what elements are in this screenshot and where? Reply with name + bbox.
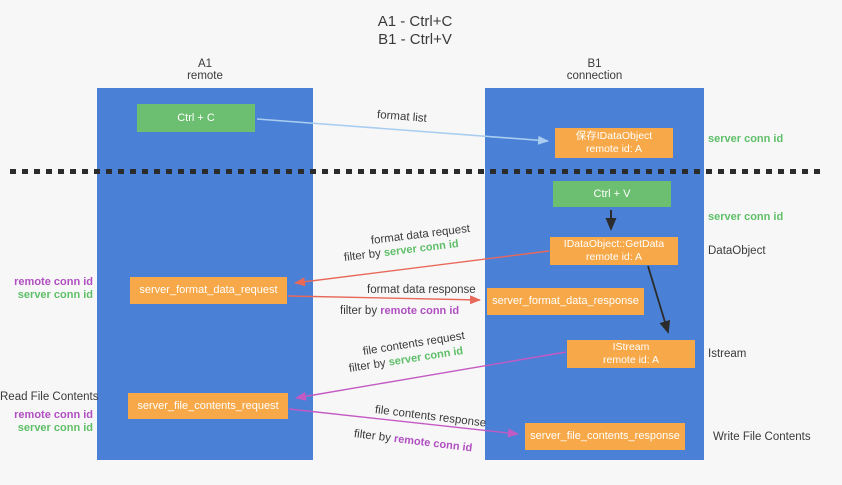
arrow-getdata-to-istream <box>647 265 671 334</box>
save-idataobject-line2: remote id: A <box>585 143 643 155</box>
format-data-response-label: format data response <box>367 284 476 296</box>
server-conn-id-label-mid: server conn id <box>708 211 784 223</box>
istream-line1: IStream <box>612 341 650 353</box>
column-header-a1: A1 remote <box>97 58 313 82</box>
session-divider-dashed-line <box>10 169 823 174</box>
save-idataobject-line1: 保存IDataObject <box>575 130 653 142</box>
arrow-file-contents-response <box>288 408 519 438</box>
write-file-contents-label: Write File Contents <box>713 431 811 443</box>
arrow-format-list <box>256 118 549 145</box>
read-file-contents-label: Read File Contents <box>0 391 99 403</box>
server-file-contents-response-label: server_file_contents_response <box>530 430 680 442</box>
title-line-2: B1 - Ctrl+V <box>378 31 452 48</box>
filter-by-prefix-2: filter by <box>340 305 381 317</box>
istream-box: IStream remote id: A <box>567 340 695 368</box>
ctrl-v-label: Ctrl + V <box>593 187 631 200</box>
istream-side-label: Istream <box>708 348 747 360</box>
arrow-format-data-request <box>294 250 550 287</box>
server-conn-id-label-left-1: server conn id <box>17 289 93 301</box>
left-conn-id-group-2: remote conn id server conn id <box>0 409 93 435</box>
title-line-1: A1 - Ctrl+C <box>377 13 453 30</box>
server-format-data-response-label: server_format_data_response <box>492 295 639 307</box>
column-header-b1: B1 connection <box>485 58 704 82</box>
filter-by-remote-conn-id-label-1: filter by remote conn id <box>340 305 459 317</box>
ctrl-v-box: Ctrl + V <box>553 181 671 207</box>
save-idataobject-box: 保存IDataObject remote id: A <box>555 128 673 158</box>
filter-by-value-2: remote conn id <box>380 305 460 317</box>
left-conn-id-group-1: remote conn id server conn id <box>0 276 93 302</box>
server-conn-id-label-left-2: server conn id <box>17 422 93 434</box>
idataobject-getdata-box: IDataObject::GetData remote id: A <box>550 237 678 265</box>
diagram-title: A1 - Ctrl+C B1 - Ctrl+V <box>300 13 530 49</box>
server-file-contents-response-box: server_file_contents_response <box>525 423 685 450</box>
remote-conn-id-label-1: remote conn id <box>14 276 93 288</box>
arrow-format-data-response <box>287 295 481 305</box>
arrow-file-contents-request <box>295 351 567 401</box>
server-format-data-response-box: server_format_data_response <box>487 288 644 315</box>
column-header-b1-line2: connection <box>566 70 623 82</box>
server-format-data-request-label: server_format_data_request <box>139 284 278 296</box>
dataobject-label: DataObject <box>708 245 766 257</box>
remote-conn-id-label-2: remote conn id <box>14 409 93 421</box>
getdata-line2: remote id: A <box>585 251 643 263</box>
ctrl-c-box: Ctrl + C <box>137 104 255 132</box>
server-file-contents-request-label: server_file_contents_request <box>137 399 279 412</box>
istream-line2: remote id: A <box>602 354 660 366</box>
getdata-line1: IDataObject::GetData <box>563 238 665 250</box>
ctrl-c-label: Ctrl + C <box>177 111 215 124</box>
server-format-data-request-box: server_format_data_request <box>130 277 287 304</box>
column-header-b1-line1: B1 <box>587 58 602 70</box>
column-header-a1-line1: A1 <box>197 58 213 70</box>
column-header-a1-line2: remote <box>187 70 223 82</box>
server-conn-id-label-top: server conn id <box>708 133 784 145</box>
server-file-contents-request-box: server_file_contents_request <box>128 393 288 419</box>
